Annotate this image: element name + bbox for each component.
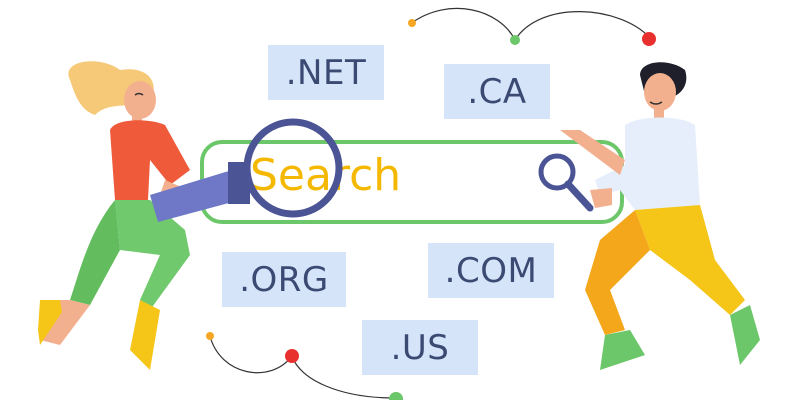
dot-orange-top xyxy=(408,19,416,27)
dot-green-bottom xyxy=(389,392,403,400)
tld-label-net: .NET xyxy=(285,52,367,93)
dot-red-top xyxy=(642,32,656,46)
tld-label-com: .COM xyxy=(444,250,538,291)
dot-red-bottom xyxy=(285,349,299,363)
dot-orange-bottom xyxy=(206,332,214,340)
man-figure xyxy=(560,62,760,370)
woman-figure xyxy=(38,61,200,370)
tld-label-org: .ORG xyxy=(239,259,329,300)
magnifier-glass-icon xyxy=(150,118,343,222)
tld-tile-ca: .CA xyxy=(444,64,550,119)
tld-tile-net: .NET xyxy=(268,45,384,100)
tld-label-us: .US xyxy=(390,327,450,368)
dot-green-top xyxy=(510,35,520,45)
magnifying-glass-icon xyxy=(538,153,594,212)
search-label: Search xyxy=(250,150,402,201)
tld-tile-org: .ORG xyxy=(222,252,346,307)
tld-tile-com: .COM xyxy=(428,243,554,298)
tld-label-ca: .CA xyxy=(467,71,527,112)
tld-tile-us: .US xyxy=(362,320,478,375)
